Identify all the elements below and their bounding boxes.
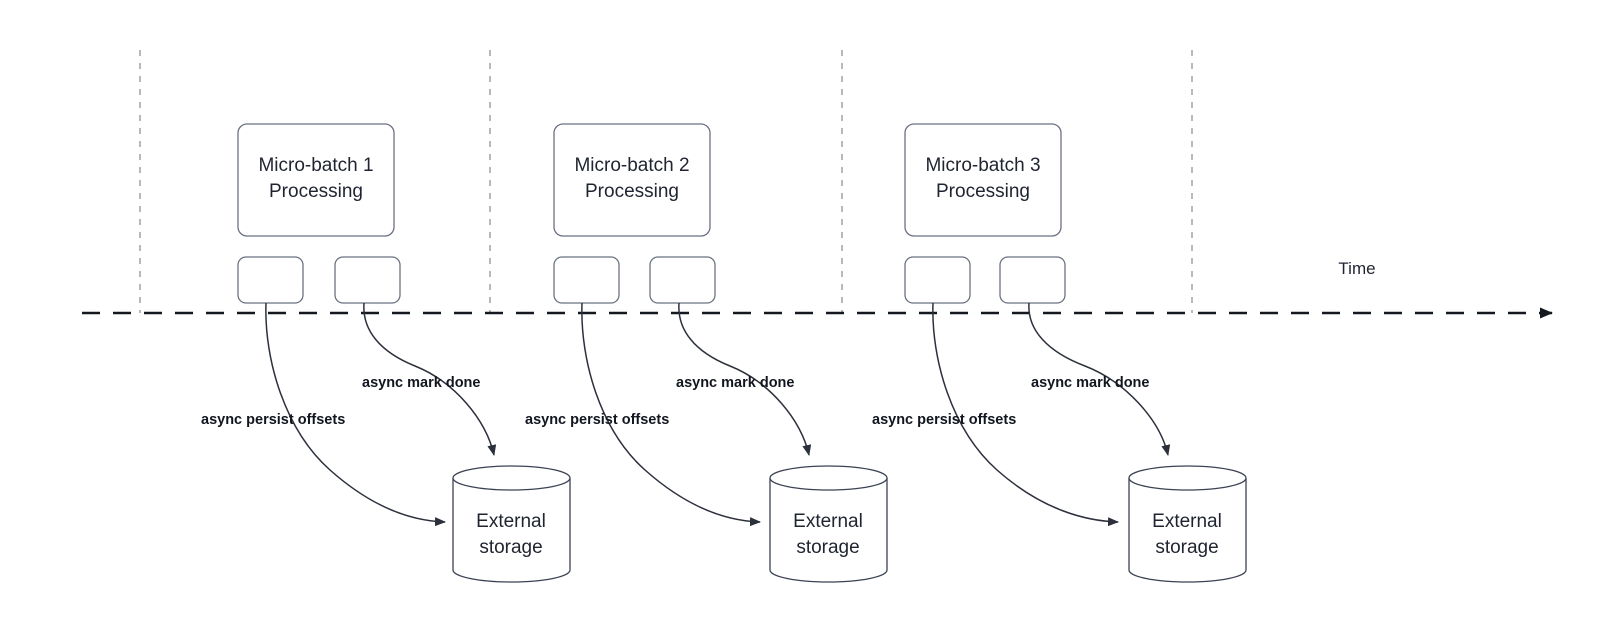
micro-batch-1-storage-label-line2: storage: [479, 537, 542, 558]
micro-batch-3-storage-label-line1: External: [1152, 511, 1222, 532]
micro-batch-2-async-persist-offsets-label: async persist offsets: [525, 412, 669, 428]
micro-batch-1-mark-done-task-box[interactable]: [334, 256, 401, 304]
micro-batch-1-async-mark-done-label: async mark done: [362, 375, 480, 391]
cylinder-top: [1128, 465, 1247, 491]
micro-batch-1-async-persist-offsets-edge: [265, 302, 446, 527]
micro-batch-group-3: Micro-batch 3 Processing async persist o…: [872, 123, 1247, 583]
micro-batch-2-label-line1: Micro-batch 2: [574, 155, 689, 176]
micro-batch-3-storage-label-line2: storage: [1155, 537, 1218, 558]
micro-batch-3-async-persist-offsets-edge: [932, 302, 1119, 527]
micro-batch-3-offset-task-box[interactable]: [904, 256, 971, 304]
micro-batch-2-async-mark-done-label: async mark done: [676, 375, 794, 391]
micro-batch-2-offset-task-box[interactable]: [553, 256, 620, 304]
micro-batch-1-external-storage-cylinder[interactable]: [452, 465, 571, 583]
micro-batch-1-async-mark-done-edge: [363, 302, 497, 456]
micro-batch-2-process-box[interactable]: [553, 123, 711, 237]
tick-lines-group: [139, 50, 1193, 313]
cylinder-body: [452, 478, 571, 583]
micro-batch-3-async-mark-done-edge: [1028, 302, 1171, 456]
micro-batch-3-label-line2: Processing: [936, 181, 1030, 202]
micro-batch-1-label-line2: Processing: [269, 181, 363, 202]
micro-batch-2-storage-label-line2: storage: [796, 537, 859, 558]
micro-batch-3-async-persist-offsets-label: async persist offsets: [872, 412, 1016, 428]
cylinder-top: [452, 465, 571, 491]
cylinder-body: [1128, 478, 1247, 583]
micro-batch-3-mark-done-task-box[interactable]: [999, 256, 1066, 304]
micro-batch-1-label-line1: Micro-batch 1: [258, 155, 373, 176]
cylinder-body: [769, 478, 888, 583]
micro-batch-2-storage-label-line1: External: [793, 511, 863, 532]
micro-batch-2-mark-done-task-box[interactable]: [649, 256, 716, 304]
micro-batch-1-process-box[interactable]: [237, 123, 395, 237]
time-axis-label: Time: [1338, 259, 1375, 278]
time-axis-group: Time: [82, 259, 1553, 319]
micro-batch-1-storage-label-line1: External: [476, 511, 546, 532]
micro-batch-group-1: Micro-batch 1 Processing async persist o…: [201, 123, 571, 583]
micro-batch-group-2: Micro-batch 2 Processing async persist o…: [525, 123, 888, 583]
micro-batch-3-label-line1: Micro-batch 3: [925, 155, 1040, 176]
micro-batch-2-label-line2: Processing: [585, 181, 679, 202]
micro-batch-2-async-persist-offsets-edge: [581, 302, 761, 527]
micro-batch-3-async-mark-done-label: async mark done: [1031, 375, 1149, 391]
micro-batch-3-process-box[interactable]: [904, 123, 1062, 237]
cylinder-top: [769, 465, 888, 491]
micro-batch-2-external-storage-cylinder[interactable]: [769, 465, 888, 583]
micro-batch-2-async-mark-done-edge: [678, 302, 812, 456]
micro-batch-1-async-persist-offsets-label: async persist offsets: [201, 412, 345, 428]
micro-batch-1-offset-task-box[interactable]: [237, 256, 304, 304]
micro-batch-3-external-storage-cylinder[interactable]: [1128, 465, 1247, 583]
